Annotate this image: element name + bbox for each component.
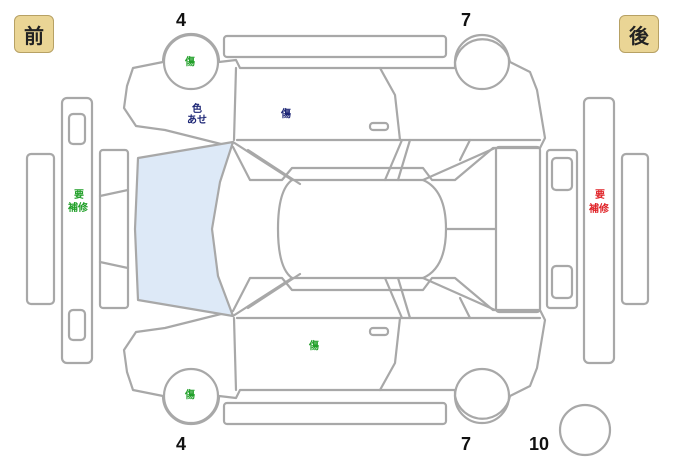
rear-bumper-inner: [582, 96, 616, 365]
front-grille: [98, 148, 130, 310]
wheel-rear-top: [453, 33, 511, 91]
front-bumper-outer: [25, 152, 56, 306]
wheel-rear-bottom: [453, 367, 511, 425]
tire-number-front-top: 4: [176, 10, 187, 30]
tire-number-rear-bottom: 7: [461, 434, 472, 454]
tire-number-front-bottom: 4: [176, 434, 187, 454]
rear-bumper-outer: [620, 152, 650, 306]
note-rear-bumper-1: 要: [595, 190, 605, 201]
tire-number-spare: 10: [529, 434, 550, 454]
wheel-front-top: [162, 33, 220, 91]
trunk-lid: [494, 145, 542, 314]
side-skirt-bottom: [222, 401, 448, 426]
note-top-door: 傷: [281, 109, 291, 120]
rear-light-bottom: [550, 264, 574, 300]
note-front-tire-top: 傷: [185, 57, 195, 68]
rear-label: 後: [619, 15, 659, 53]
front-bumper-inner: [60, 96, 94, 365]
rear-light-top: [550, 156, 574, 192]
wheel-front-bottom: [162, 367, 220, 425]
rear-panel: [545, 148, 579, 310]
front-light-bottom: [67, 308, 87, 342]
note-front-bumper-1: 要: [74, 190, 84, 201]
note-bottom-door: 傷: [309, 341, 319, 352]
note-front-tire-bottom: 傷: [185, 390, 195, 401]
side-skirt-top: [222, 34, 448, 59]
note-hood-color-2: あせ: [187, 115, 207, 126]
roof: [276, 178, 448, 280]
front-light-top: [67, 112, 87, 146]
note-hood-color-1: 色: [192, 104, 202, 115]
door-handle-bottom: [368, 326, 390, 337]
windshield: [133, 140, 235, 318]
spare-tire: [558, 403, 612, 457]
note-rear-bumper-2: 補修: [589, 204, 609, 215]
front-label: 前: [14, 15, 54, 53]
tire-number-rear-top: 7: [461, 10, 472, 30]
note-front-bumper-2: 補修: [68, 203, 88, 214]
door-handle-top: [368, 121, 390, 132]
